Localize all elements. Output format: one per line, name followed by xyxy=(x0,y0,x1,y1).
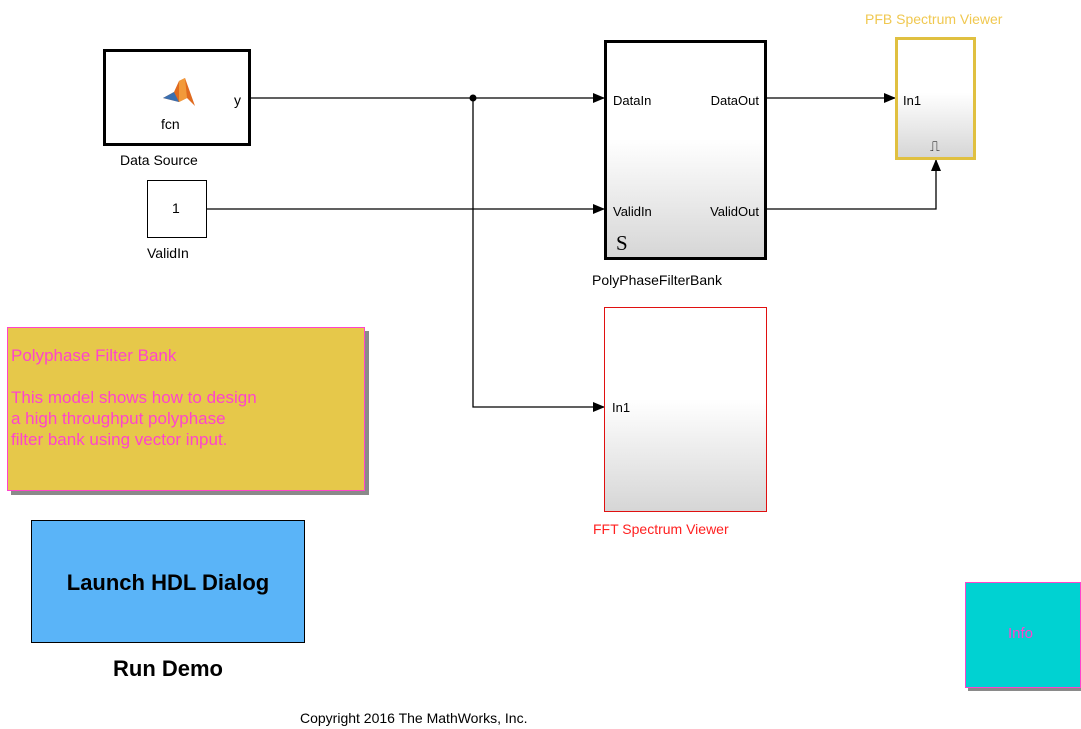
pfb-viewer-label: PFB Spectrum Viewer xyxy=(865,11,1003,27)
data-source-block[interactable]: fcn y xyxy=(103,49,251,146)
port-in1-label: In1 xyxy=(612,400,631,415)
pfb-label: PolyPhaseFilterBank xyxy=(592,272,722,288)
port-in1-label: In1 xyxy=(903,93,922,108)
info-label: Info xyxy=(1008,625,1034,642)
port-y-label: y xyxy=(234,92,241,108)
annotation-line-1: This model shows how to design xyxy=(11,388,257,407)
validin-constant-block[interactable]: 1 xyxy=(147,180,207,238)
sfunction-icon: S xyxy=(616,231,628,255)
annotation-title: Polyphase Filter Bank xyxy=(11,346,177,365)
wire-validout-to-trigger[interactable] xyxy=(767,159,941,210)
launch-button-label: Launch HDL Dialog xyxy=(66,570,270,595)
pfb-spectrum-viewer-block[interactable]: In1 ⎍ xyxy=(895,37,976,160)
port-validin-label: ValidIn xyxy=(613,204,652,219)
polyphase-filter-bank-block[interactable]: DataIn DataOut ValidIn ValidOut S xyxy=(604,40,767,260)
port-datain-label: DataIn xyxy=(613,93,652,108)
constant-value: 1 xyxy=(172,200,180,216)
matlab-logo-icon xyxy=(163,78,195,106)
fft-spectrum-viewer-block[interactable]: In1 xyxy=(604,307,767,512)
fft-viewer-label: FFT Spectrum Viewer xyxy=(593,521,729,537)
annotation-line-3: filter bank using vector input. xyxy=(11,430,228,449)
port-dataout-label: DataOut xyxy=(710,93,759,108)
wire-branch-to-fft-viewer[interactable] xyxy=(472,98,605,412)
annotation-line-2: a high throughput polyphase xyxy=(11,409,226,428)
validin-label: ValidIn xyxy=(147,245,189,261)
data-source-label: Data Source xyxy=(120,152,198,168)
run-demo-label: Run Demo xyxy=(113,656,223,681)
fcn-label: fcn xyxy=(161,116,180,132)
launch-hdl-dialog-button[interactable]: Launch HDL Dialog xyxy=(31,520,305,643)
trigger-pulse-icon: ⎍ xyxy=(930,138,940,154)
copyright-text: Copyright 2016 The MathWorks, Inc. xyxy=(300,710,528,726)
info-button[interactable]: Info xyxy=(965,582,1081,688)
description-annotation[interactable]: Polyphase Filter Bank This model shows h… xyxy=(7,327,365,491)
port-validout-label: ValidOut xyxy=(710,204,759,219)
